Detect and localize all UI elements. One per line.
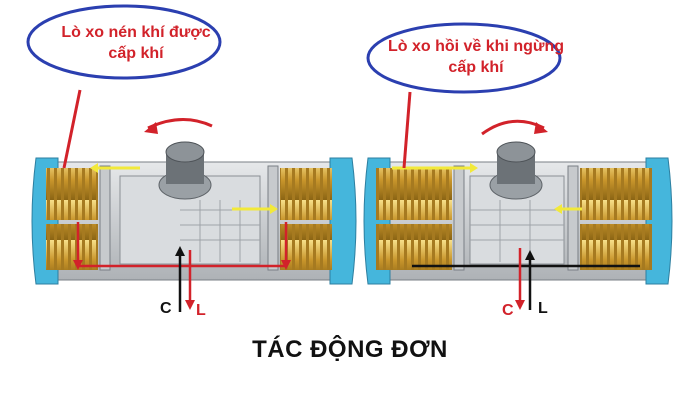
- right-end-cap: [329, 157, 357, 285]
- spring-left-top: [46, 168, 98, 220]
- spring-left-bottom-2: [376, 224, 452, 270]
- piston-left-2: [453, 165, 465, 271]
- callout-bubble-left: [26, 4, 222, 80]
- callout-left-text: Lò xo nén khí được cấp khí: [61, 24, 211, 62]
- spring-left-bottom: [46, 224, 98, 270]
- port-c-label-right: C: [502, 302, 514, 319]
- piston-left: [99, 165, 111, 271]
- left-actuator: [31, 89, 357, 312]
- port-l-label-left: L: [196, 302, 206, 319]
- spring-right-bottom-2: [580, 224, 652, 270]
- piston-right-2: [567, 165, 579, 271]
- diagram-caption: TÁC ĐỘNG ĐƠN: [252, 336, 448, 363]
- right-end-cap-2: [645, 157, 673, 285]
- callout-pointer-right: [402, 91, 412, 169]
- callout-right-text: Lò xo hồi về khi ngừng cấp khí: [387, 38, 565, 76]
- callout-pointer-left: [62, 89, 82, 169]
- right-actuator: [363, 91, 673, 310]
- callout-bubble-right: [366, 22, 562, 94]
- port-l-label-right: L: [538, 300, 548, 317]
- spring-right-top-2: [580, 168, 652, 220]
- port-c-label-left: C: [160, 300, 172, 317]
- piston-right: [267, 165, 279, 271]
- spring-right-top: [280, 168, 332, 220]
- rotation-arrow-ccw: [147, 117, 213, 130]
- spring-left-top-2: [376, 168, 452, 220]
- pinion-top: [165, 141, 205, 163]
